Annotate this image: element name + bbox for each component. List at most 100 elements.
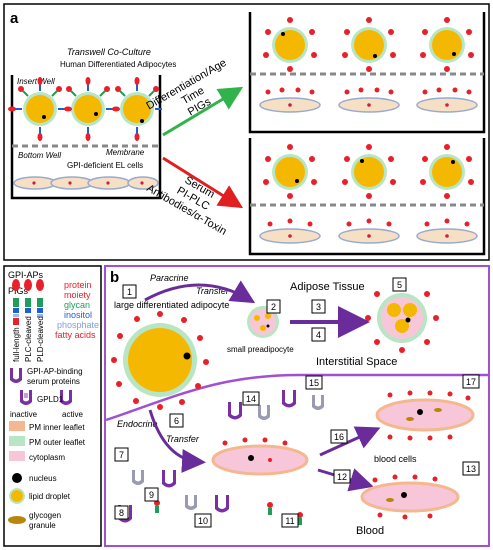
membrane-label: Membrane [106, 148, 145, 157]
serum-protein-icon [10, 368, 22, 383]
legend-pigs: PIGs [8, 286, 29, 296]
insert-well-label: Insert Well [17, 77, 55, 86]
cytoplasm-swatch [9, 451, 25, 461]
legend-full-length: full-length [12, 327, 21, 362]
el-cell [127, 176, 159, 190]
mature-adipocyte [377, 293, 427, 343]
transfer2-label: Transfer [166, 434, 200, 444]
panel-b-label: b [110, 269, 119, 286]
legend-pm-inner: PM inner leaflet [29, 423, 85, 432]
pm-outer-swatch [9, 436, 25, 446]
step-box: 15 [305, 375, 323, 390]
blood-cell [360, 481, 460, 513]
interstitial-boundary [105, 373, 488, 422]
adipocyte-cell [272, 154, 308, 190]
step-box: 3 [311, 299, 326, 314]
legend-gpld1: GPLD1 [37, 395, 64, 404]
el-cell [259, 97, 321, 113]
legend-pld-cleaved: PLD-cleaved [36, 316, 45, 362]
svg-text:11: 11 [285, 516, 294, 526]
svg-text:6: 6 [174, 416, 179, 426]
serum-arrow [162, 156, 244, 209]
blood-label: Blood [356, 525, 384, 537]
nucleus-swatch [12, 473, 22, 483]
endocrine-label: Endocrine [117, 419, 158, 429]
result-well-top [248, 12, 486, 134]
adipocyte-cell [120, 92, 154, 126]
adipocyte-cell [71, 92, 105, 126]
svg-text:8: 8 [119, 508, 124, 518]
step-box: 1 [122, 284, 137, 299]
legend-moiety: moiety [64, 290, 91, 300]
interstitial-space-label: Interstitial Space [316, 356, 397, 368]
svg-text:17: 17 [466, 377, 476, 387]
svg-text:2: 2 [271, 302, 276, 312]
legend-protein: protein [64, 280, 92, 290]
legend-phosphate: phosphate [57, 320, 99, 330]
step-box: 2 [266, 299, 281, 314]
gpi-ap-heads [263, 144, 474, 199]
blood-cells-label: blood cells [374, 454, 417, 464]
legend-lipid-droplet: lipid droplet [29, 492, 71, 501]
el-cell [259, 228, 321, 244]
panel-a-label: a [10, 10, 19, 27]
large-adipocyte [123, 323, 197, 397]
el-cell [87, 176, 131, 190]
legend-nucleus: nucleus [29, 474, 57, 483]
svg-text:7: 7 [119, 450, 124, 460]
adipocyte-cell [351, 27, 387, 63]
blood-cell [211, 444, 309, 476]
gpi-ap-heads [222, 390, 471, 520]
large-adipocyte-label: large differentiated adipocyte [114, 300, 229, 310]
el-cell [416, 228, 478, 244]
transwell-outer [10, 75, 162, 200]
differentiation-arrow [162, 86, 244, 137]
svg-text:14: 14 [246, 394, 256, 404]
adipose-tissue-label: Adipose Tissue [290, 281, 365, 293]
step-box: 10 [194, 513, 212, 528]
transfer-label: Transfer [196, 286, 230, 296]
legend-pm-outer: PM outer leaflet [29, 438, 86, 447]
step-box: 5 [392, 277, 407, 292]
gpi-ap-heads [111, 311, 209, 410]
adipocyte-cell [351, 154, 387, 190]
legend-cytoplasm: cytoplasm [29, 453, 65, 462]
el-cell [338, 228, 400, 244]
gpi-ap-heads [267, 218, 470, 227]
small-preadipocyte-label: small preadipocyte [227, 345, 294, 354]
el-cell [338, 97, 400, 113]
adipocyte-cell [429, 154, 465, 190]
legend-active: active [62, 410, 83, 419]
svg-text:16: 16 [334, 432, 344, 442]
svg-text:1: 1 [127, 287, 132, 297]
legend-glycogen-2: granule [29, 521, 56, 530]
el-cell [50, 176, 94, 190]
svg-text:13: 13 [466, 464, 476, 474]
legend-gpi-aps: GPI-APs [8, 270, 44, 280]
blood-cell [375, 398, 475, 432]
svg-text:4: 4 [316, 330, 321, 340]
legend-serum-1: GPI-AP-binding [27, 367, 83, 376]
el-cell [13, 176, 57, 190]
svg-text:15: 15 [309, 378, 319, 388]
step-box: 7 [114, 447, 129, 462]
endocrine-arrow [148, 409, 206, 473]
step-box: 16 [330, 429, 348, 444]
legend-glycan: glycan [64, 300, 90, 310]
glycogen-swatch [8, 516, 26, 524]
gpld1-icon [20, 390, 72, 405]
legend-fatty-acids: fatty acids [55, 330, 96, 340]
step-box: 13 [462, 461, 480, 476]
el-cell [416, 97, 478, 113]
adipocyte-cell [272, 27, 308, 63]
adipocyte-cell [23, 92, 57, 126]
step-box: 12 [333, 469, 351, 484]
gpi-ap-heads [265, 87, 472, 95]
step-box: 17 [462, 374, 480, 389]
paracrine-arrow [144, 280, 256, 304]
step-box: 6 [169, 413, 184, 428]
gpld1-icon [132, 395, 324, 510]
bottom-well-label: Bottom Well [18, 151, 61, 160]
svg-text:9: 9 [149, 490, 154, 500]
step-box: 14 [242, 391, 260, 406]
